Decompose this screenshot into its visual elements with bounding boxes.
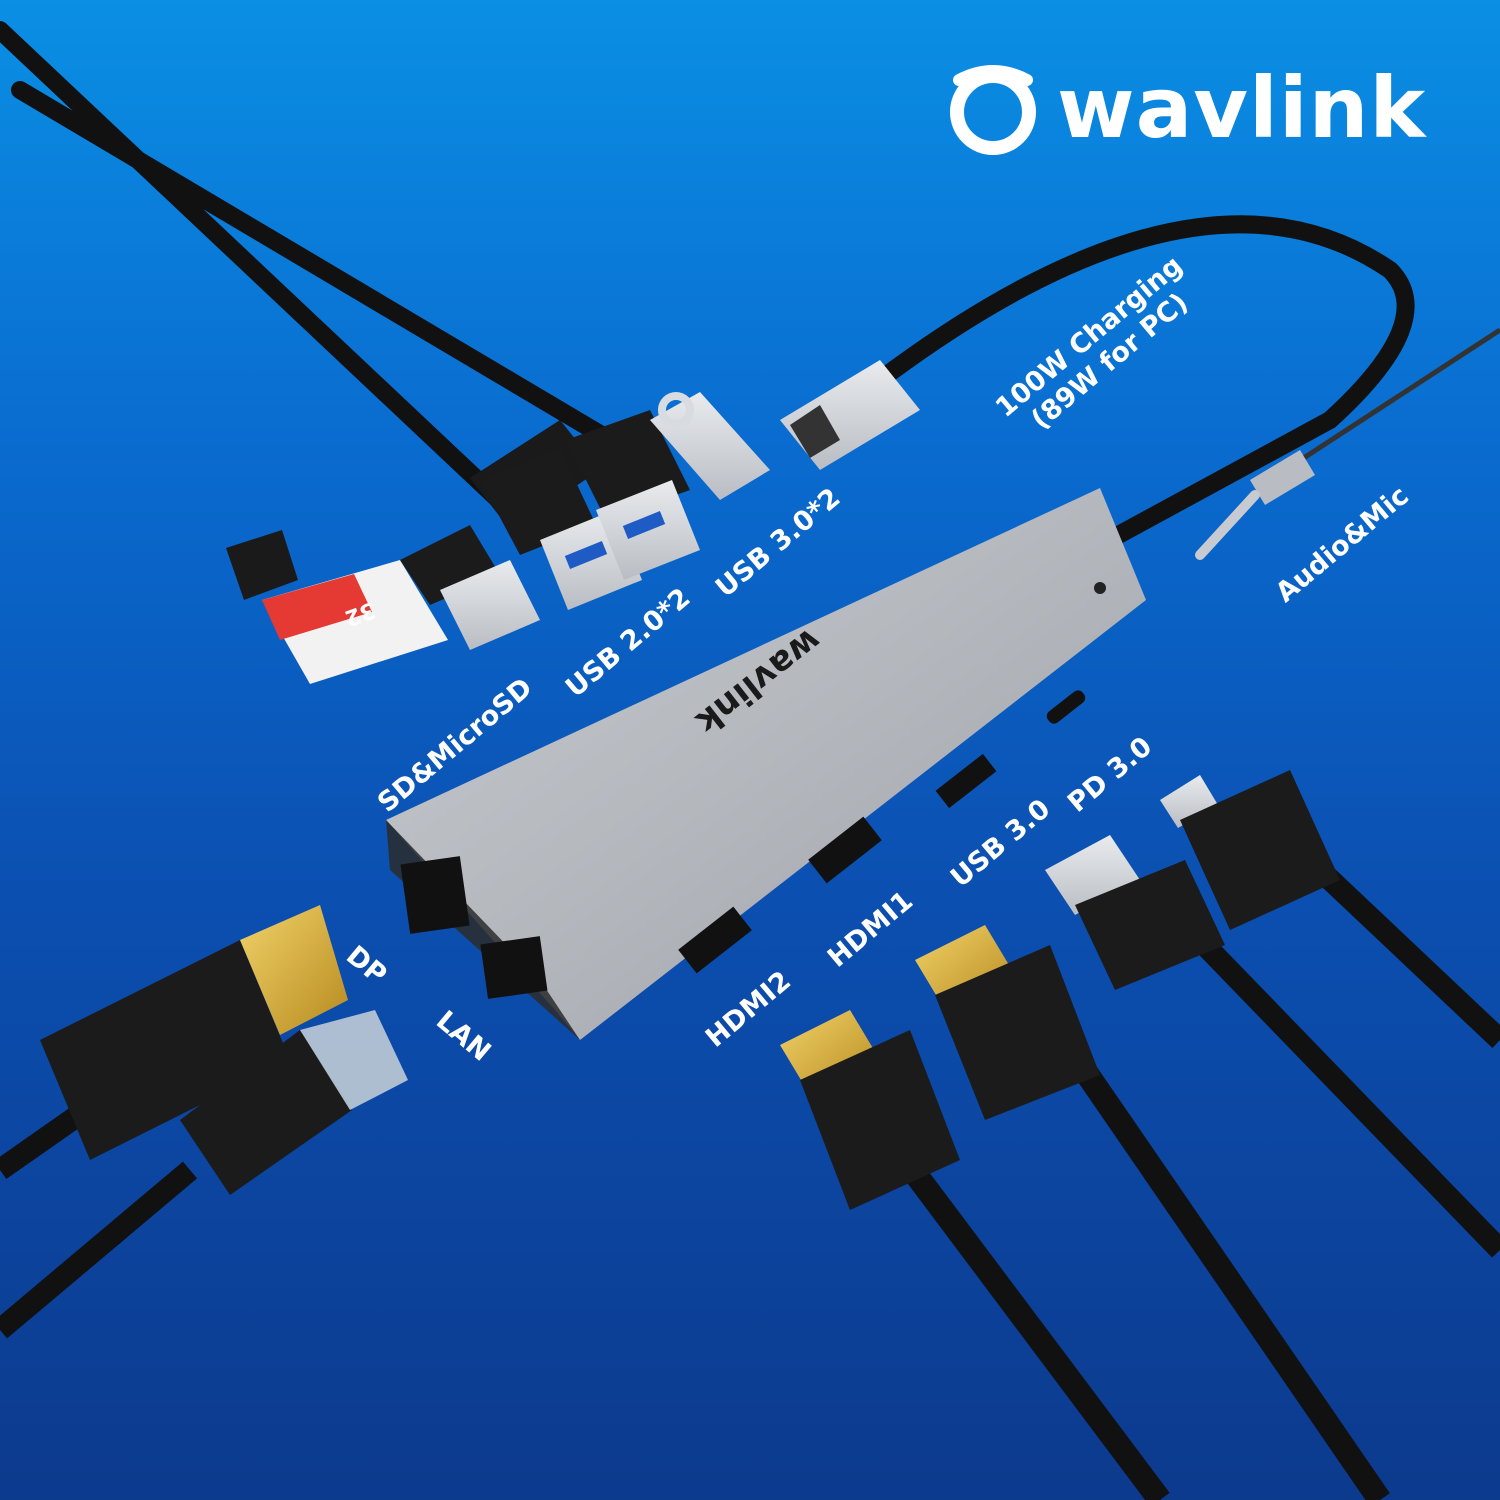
usb-cable-left-1 — [0, 21, 600, 530]
dp-port — [400, 856, 470, 934]
usb-3-plug-a — [566, 410, 700, 580]
dp-plug-cable — [0, 905, 348, 1180]
usb-flash-drive — [650, 392, 770, 500]
hdmi-plug-cable-2 — [780, 1010, 1170, 1500]
usb3-port — [935, 753, 997, 809]
usb-2-plug-b — [400, 525, 540, 650]
pd-usbc-plug-cable — [1160, 770, 1500, 1048]
hdmi-plug-cable-1 — [915, 925, 1390, 1500]
microsd-card — [226, 530, 298, 600]
audio-plug — [1195, 327, 1500, 560]
brand-logo: wavlink — [945, 58, 1426, 158]
usb3-plug-cable — [1045, 835, 1500, 1258]
usb-cable-left-2 — [11, 81, 619, 449]
pd-port — [1046, 690, 1086, 724]
wavlink-logo-icon — [950, 65, 1036, 155]
audio-jack — [1094, 582, 1106, 594]
brand-name: wavlink — [1057, 59, 1427, 157]
hdmi2-port — [678, 906, 752, 974]
lan-plug-cable — [0, 1010, 408, 1339]
hdmi1-port — [808, 816, 882, 884]
usb-c-host-cable — [780, 215, 1415, 554]
docking-station-body: wavlink — [386, 488, 1146, 1040]
sd-card: 32 — [262, 560, 448, 684]
lan-port — [480, 936, 548, 999]
